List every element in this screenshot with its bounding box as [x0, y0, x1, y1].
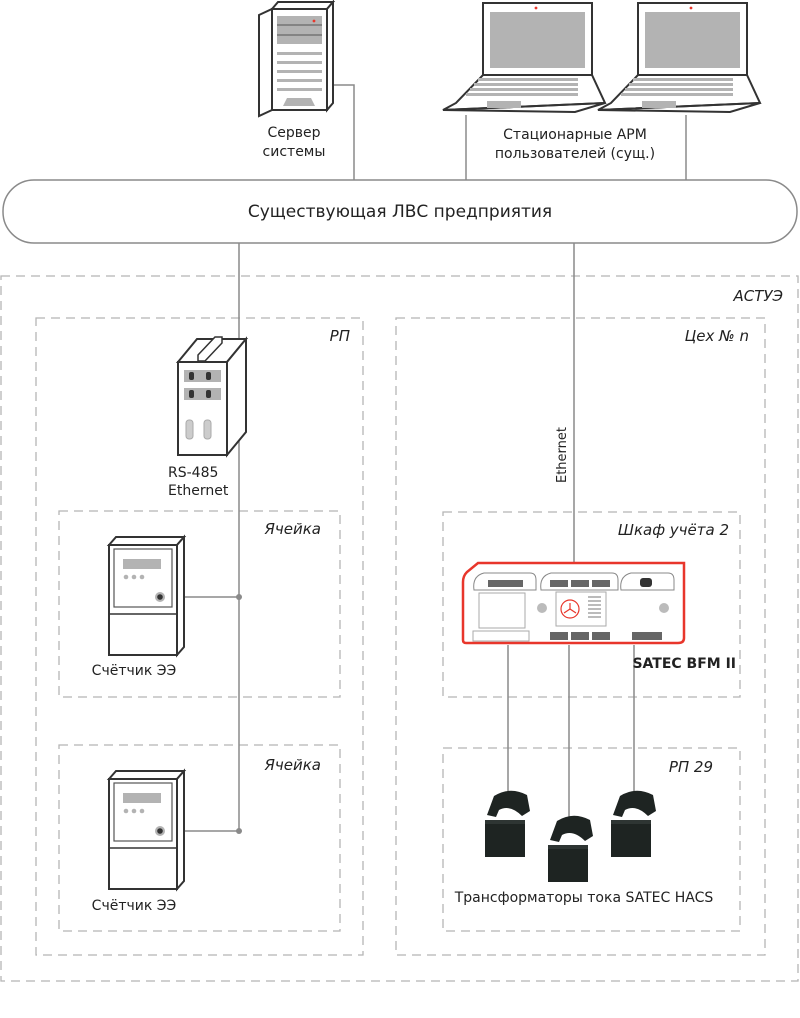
converter-label-line1: RS-485 [168, 465, 218, 481]
current-transformer-icon-3 [611, 790, 656, 857]
meter-icon-2 [106, 768, 187, 892]
ethernet-link-label: Ethernet [555, 427, 570, 483]
meter-2-label: Счётчик ЭЭ [92, 898, 177, 914]
zone-cell-1-label: Ячейка [263, 520, 321, 538]
server-icon [258, 0, 336, 118]
zone-workshop-label: Цех № n [685, 327, 749, 345]
bfm-device-icon [461, 561, 686, 645]
meter-icon-1 [106, 534, 187, 658]
zone-rp [35, 317, 364, 956]
bfm-label: SATEC BFM II [632, 656, 736, 672]
zone-rp-label: РП [330, 327, 350, 345]
zone-astue [0, 275, 799, 982]
lan-bus [2, 179, 798, 244]
zone-cell-2-label: Ячейка [263, 756, 321, 774]
lan-label: Существующая ЛВС предприятия [248, 202, 552, 222]
workstations-label-line1: Стационарные АРМ [503, 127, 647, 143]
zone-cabinet [442, 511, 741, 698]
zone-cabinet-label: Шкаф учёта 2 [618, 521, 729, 539]
laptop-icon-2 [597, 2, 762, 114]
server-label-line1: Сервер [267, 125, 320, 141]
zone-cell-2 [58, 744, 341, 932]
workstations-label-line2: пользователей (сущ.) [495, 146, 655, 162]
converter-icon [175, 336, 249, 458]
zone-workshop [395, 317, 766, 956]
current-transformer-icon-1 [485, 790, 530, 857]
meter-1-label: Счётчик ЭЭ [92, 663, 177, 679]
junction-dot-2 [236, 828, 242, 834]
server-label-line2: системы [263, 144, 326, 160]
converter-label-line2: Ethernet [168, 483, 229, 499]
link-server-lan [333, 84, 355, 180]
zone-cell-1 [58, 510, 341, 698]
current-transformer-icon-2 [548, 815, 593, 882]
zone-rp29-label: РП 29 [669, 758, 713, 776]
cts-label: Трансформаторы тока SATEC HACS [454, 890, 714, 906]
laptop-icon-1 [442, 2, 607, 114]
junction-dot-1 [236, 594, 242, 600]
zone-astue-label: АСТУЭ [732, 287, 783, 305]
